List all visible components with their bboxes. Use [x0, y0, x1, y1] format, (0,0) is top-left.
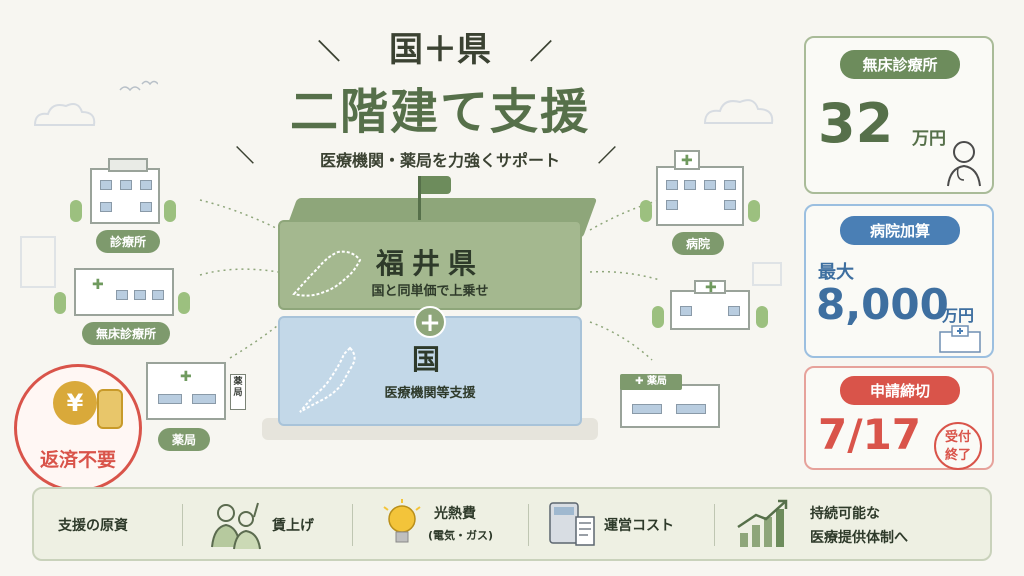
lightbulb-icon [383, 499, 421, 543]
tree-icon [756, 306, 768, 328]
facility-label-hospital: 病院 [672, 232, 725, 255]
stamp-text: 返済不要 [39, 449, 116, 471]
divider [182, 504, 183, 546]
clinic-right-roof: ✚ [694, 280, 726, 296]
decor-dash-right: ／ [530, 40, 553, 65]
tree-icon [748, 200, 760, 222]
plus-icon: + [414, 306, 446, 338]
coin-stack-icon [97, 389, 123, 429]
funding-heading: 支援の原資 [58, 518, 128, 534]
national-title: 国 [411, 343, 448, 376]
card-unit: 万円 [912, 129, 946, 149]
card-tag: 申請締切 [840, 376, 960, 405]
clinic-roof [108, 158, 148, 172]
decor-dash-right-2: ／ [598, 146, 616, 167]
pharmacy-right-sign-text: 薬局 [646, 376, 667, 387]
hospital-tower: ✚ [674, 150, 700, 170]
decor-dash-left: ＼ [318, 40, 341, 65]
funding-item-utilities-sub: (電気・ガス) [428, 529, 494, 542]
card-tag: 病院加算 [840, 216, 960, 245]
prefecture-subtitle: 国と同単価で上乗せ [371, 284, 489, 299]
yen-coin-icon: ¥ [53, 381, 97, 425]
hospital-icon [939, 325, 981, 353]
clinic-right-building-icon [670, 290, 750, 330]
card-prefix: 最大 [818, 262, 854, 283]
tree-icon [54, 292, 66, 314]
prefecture-title: 福井県 [375, 247, 484, 280]
pharmacy-sign: 薬局 [230, 374, 246, 410]
card-value: 32 [818, 92, 894, 155]
connector-lines-left [199, 199, 283, 359]
funding-item-sustainable-sub: 医療提供体制へ [810, 530, 908, 546]
tree-icon [640, 200, 652, 222]
facility-label-nobed-clinic: 無床診療所 [82, 322, 171, 345]
nobed-clinic-building-icon: ✚ [74, 268, 174, 316]
pharmacy-building-icon: ✚ [146, 362, 226, 420]
funding-sources-bar: 支援の原資 賃上げ 光熱費 (電気・ガス) 運営コスト 持続可能な 医療提供体制… [32, 487, 992, 561]
card-unit: 万円 [942, 306, 975, 325]
japan-map-icon [299, 346, 356, 413]
card-hospital-addition: 病院加算 最大 8,000 万円 [804, 204, 994, 358]
divider [528, 504, 529, 546]
medical-cross-icon: ✚ [92, 277, 104, 293]
card-value: 8,000 [816, 280, 949, 329]
flag-pole [418, 176, 421, 220]
fukui-map-icon [292, 250, 362, 297]
card-tag: 無床診療所 [840, 50, 960, 79]
card-deadline: 申請締切 7/17 受付 終了 [804, 366, 994, 470]
connector-lines-right [589, 199, 661, 361]
background-building [20, 236, 56, 288]
birds-icon [119, 80, 158, 92]
cloud-icon [33, 103, 96, 126]
no-repayment-stamp: ¥ 返済不要 [14, 364, 142, 492]
medical-cross-icon: ✚ [705, 280, 717, 296]
hospital-building-icon [656, 166, 744, 226]
national-support-block: 国 医療機関等支援 [278, 316, 582, 426]
facility-label-clinic: 診療所 [96, 230, 161, 253]
divider [352, 504, 353, 546]
reception-closed-badge: 受付 終了 [934, 422, 982, 470]
funding-item-sustainable: 持続可能な [810, 506, 880, 522]
cloud-icon-right [703, 99, 774, 124]
national-subtitle: 医療機関等支援 [384, 386, 476, 401]
medical-cross-icon: ✚ [681, 153, 693, 169]
pharmacy-right-building-icon [620, 384, 720, 428]
divider [714, 504, 715, 546]
tree-icon [164, 200, 176, 222]
decor-dash-left-2: ＼ [236, 146, 254, 167]
medical-cross-icon: ✚ [180, 369, 192, 385]
doctor-icon [947, 141, 981, 187]
clinic-building-icon [90, 168, 160, 224]
workers-icon [211, 502, 261, 550]
tree-icon [178, 292, 190, 314]
facility-label-pharmacy: 薬局 [158, 428, 211, 451]
header-kicker: 国＋県 [389, 30, 491, 70]
tree-icon [70, 200, 82, 222]
funding-item-operating-cost: 運営コスト [604, 518, 674, 534]
pharmacy-right-sign: ✚ 薬局 [620, 374, 682, 390]
card-value: 7/17 [818, 410, 922, 459]
flag-icon [421, 176, 451, 194]
page-title: 二階建て支援 [289, 84, 590, 140]
page-subtitle: 医療機関・薬局を力強くサポート [319, 151, 560, 170]
calculator-document-icon [549, 502, 595, 546]
funding-item-utilities: 光熱費 [434, 506, 476, 522]
card-nobed-clinic: 無床診療所 32 万円 [804, 36, 994, 194]
funding-item-wages: 賃上げ [272, 518, 314, 534]
growth-chart-icon [737, 499, 788, 547]
background-document [752, 262, 782, 286]
tree-icon [652, 306, 664, 328]
prefecture-support-block: 福井県 国と同単価で上乗せ [278, 220, 582, 310]
medical-cross-icon: ✚ [635, 376, 647, 387]
